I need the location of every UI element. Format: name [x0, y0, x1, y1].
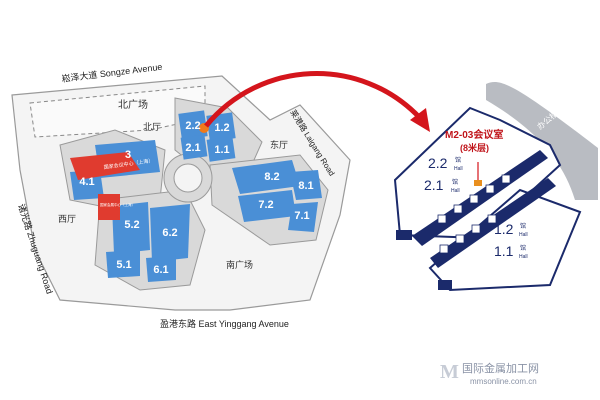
- hall-label-3: 3: [125, 149, 131, 161]
- svg-text:Hall: Hall: [519, 254, 528, 260]
- end-block-upper: [396, 230, 412, 240]
- svg-text:M: M: [440, 361, 459, 383]
- hall-label-5-1: 5.1: [116, 259, 131, 271]
- hall-6-2-block[interactable]: [150, 204, 190, 262]
- hall-7-2-block[interactable]: [238, 190, 296, 222]
- svg-text:馆: 馆: [455, 156, 461, 164]
- site-map: 2.2 1.2 2.1 1.1 3 4.1 8.2 8.1 7.2 7.1 5.…: [11, 61, 351, 329]
- watermark-url: mmsonline.com.cn: [470, 377, 537, 386]
- hall-label-6-1: 6.1: [153, 264, 168, 276]
- hall-1-1-block[interactable]: [206, 136, 236, 162]
- south-plaza-label: 南广场: [226, 259, 253, 270]
- corridor-rooms: [437, 174, 511, 254]
- hall-5-1-block[interactable]: [106, 250, 140, 278]
- hall-label-5-2: 5.2: [124, 219, 139, 231]
- west-hall-label: 西厅: [58, 214, 76, 224]
- meeting-room-marker[interactable]: [474, 180, 482, 186]
- svg-text:2.2: 2.2: [428, 155, 448, 171]
- watermark: M 国际金属加工网 mmsonline.com.cn: [440, 361, 539, 386]
- svg-text:Hall: Hall: [519, 232, 528, 238]
- hall-label-8-1: 8.1: [298, 180, 313, 192]
- svg-text:馆: 馆: [520, 244, 526, 252]
- hall-2-2-block[interactable]: [178, 110, 208, 140]
- east-hall-label: 东厅: [270, 139, 288, 150]
- detail-hall-1-2: 1.2 馆 Hall: [494, 221, 528, 238]
- north-hall-label: 北厅: [143, 122, 161, 132]
- hall-2-1-block[interactable]: [180, 134, 208, 160]
- hall-label-7-1: 7.1: [294, 210, 309, 222]
- detail-hall-2-1: 2.1 馆 Hall: [424, 177, 460, 194]
- hall-label-2-2: 2.2: [185, 120, 200, 132]
- national-center-highlight: [70, 152, 140, 180]
- svg-text:馆: 馆: [520, 222, 526, 230]
- hall-label-4-1: 4.1: [79, 176, 94, 188]
- watermark-cn: 国际金属加工网: [462, 361, 539, 375]
- hall-label-8-2: 8.2: [264, 171, 279, 183]
- road-north-label: 崧泽大道 Songze Avenue: [61, 61, 163, 84]
- svg-text:2.1: 2.1: [424, 177, 444, 193]
- hall-5-2-block[interactable]: [112, 202, 150, 254]
- hall-7-1-block[interactable]: [288, 202, 318, 232]
- west-sign-highlight: [98, 194, 120, 220]
- svg-text:馆: 馆: [452, 178, 458, 186]
- svg-text:Hall: Hall: [454, 166, 463, 172]
- svg-text:Hall: Hall: [451, 188, 460, 194]
- hall-label-7-2: 7.2: [258, 199, 273, 211]
- callout-arrow: [204, 71, 430, 132]
- svg-text:1.1: 1.1: [494, 243, 514, 259]
- road-south-label: 盈港东路 East Yinggang Avenue: [160, 318, 289, 329]
- detail-plan: 办公楼B M2-03会议室 (8米层) 2.2: [393, 82, 598, 292]
- hall-label-2-1: 2.1: [185, 142, 200, 154]
- hall-8-2-block[interactable]: [232, 160, 300, 194]
- hall-label-1-1: 1.1: [214, 144, 229, 156]
- hall-8-1-block[interactable]: [290, 170, 322, 200]
- hall-label-6-2: 6.2: [162, 227, 177, 239]
- meeting-room-title: M2-03会议室: [445, 128, 503, 141]
- hall-6-1-block[interactable]: [146, 256, 176, 282]
- detail-hall-2-2: 2.2 馆 Hall: [428, 155, 463, 172]
- svg-text:1.2: 1.2: [494, 221, 514, 237]
- end-block-lower: [438, 280, 452, 290]
- hall-label-1-2: 1.2: [214, 122, 229, 134]
- north-plaza-label: 北广场: [118, 98, 148, 111]
- meeting-room-floor: (8米层): [460, 142, 489, 153]
- detail-hall-1-1: 1.1 馆 Hall: [494, 243, 528, 260]
- west-sign-label: 国家会展中心（上海）: [100, 202, 135, 207]
- north-plaza-area: [29, 85, 206, 138]
